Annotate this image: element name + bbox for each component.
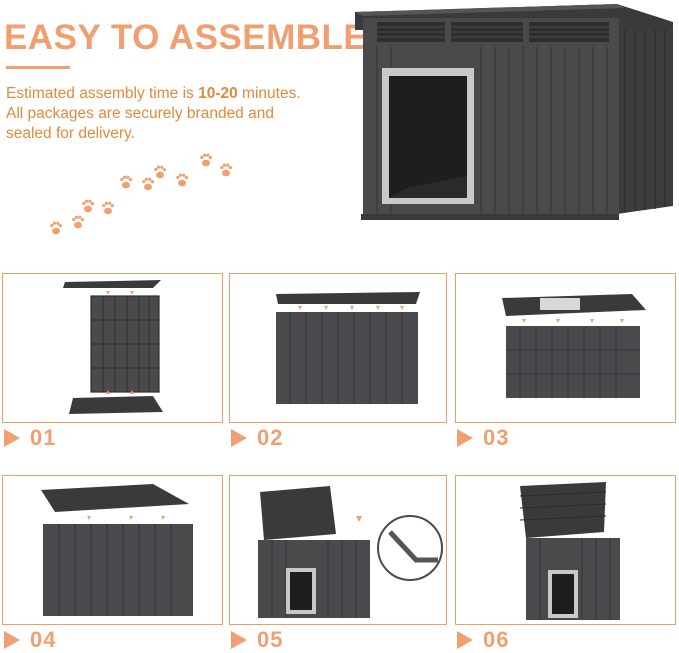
step-06-illustration: [519, 482, 620, 620]
desc-line2: All packages are securely branded and: [6, 105, 274, 122]
arrow-right-icon: [231, 631, 247, 649]
step-number: 04: [30, 627, 57, 652]
paw-icon: [200, 153, 212, 167]
assembly-description: Estimated assembly time is 10-20 minutes…: [6, 84, 356, 144]
step-01-illustration: [63, 280, 163, 414]
paw-icon: [50, 221, 62, 235]
page-title: EASY TO ASSEMBLE: [4, 18, 368, 57]
step-05-label: 05: [231, 627, 283, 653]
title-underline: [6, 66, 70, 69]
step-03-panel: [455, 273, 676, 423]
step-05-illustration: [258, 486, 443, 618]
paw-prints-decoration: [50, 153, 232, 235]
step-06-panel: [455, 475, 676, 625]
step-02-panel: [229, 273, 447, 423]
step-number: 03: [483, 425, 510, 450]
arrow-right-icon: [457, 429, 473, 447]
step-02-label: 02: [231, 425, 283, 451]
step-04-label: 04: [4, 627, 56, 653]
step-number: 01: [30, 425, 57, 450]
paw-icon: [220, 163, 232, 177]
paw-icon: [142, 177, 154, 191]
assembly-time: 10-20: [198, 85, 238, 102]
dog-house-hero-image: [355, 4, 673, 220]
arrow-right-icon: [4, 631, 20, 649]
paw-icon: [154, 165, 166, 179]
paw-icon: [72, 215, 84, 229]
step-number: 02: [257, 425, 284, 450]
step-01-label: 01: [4, 425, 56, 451]
step-05-panel: [229, 475, 447, 625]
step-number: 06: [483, 627, 510, 652]
arrow-right-icon: [4, 429, 20, 447]
step-06-label: 06: [457, 627, 509, 653]
paw-icon: [82, 199, 94, 213]
arrow-right-icon: [231, 429, 247, 447]
step-04-illustration: [41, 484, 193, 616]
desc-line1-suffix: minutes.: [237, 85, 301, 102]
step-03-illustration: [502, 294, 646, 398]
paw-icon: [120, 175, 132, 189]
step-number: 05: [257, 627, 284, 652]
step-01-panel: [2, 273, 223, 423]
paw-icon: [102, 201, 114, 215]
step-02-illustration: [276, 292, 420, 404]
arrow-right-icon: [457, 631, 473, 649]
paw-icon: [176, 173, 188, 187]
step-04-panel: [2, 475, 223, 625]
desc-line1-prefix: Estimated assembly time is: [6, 85, 199, 102]
step-03-label: 03: [457, 425, 509, 451]
desc-line3: sealed for delivery.: [6, 125, 135, 142]
